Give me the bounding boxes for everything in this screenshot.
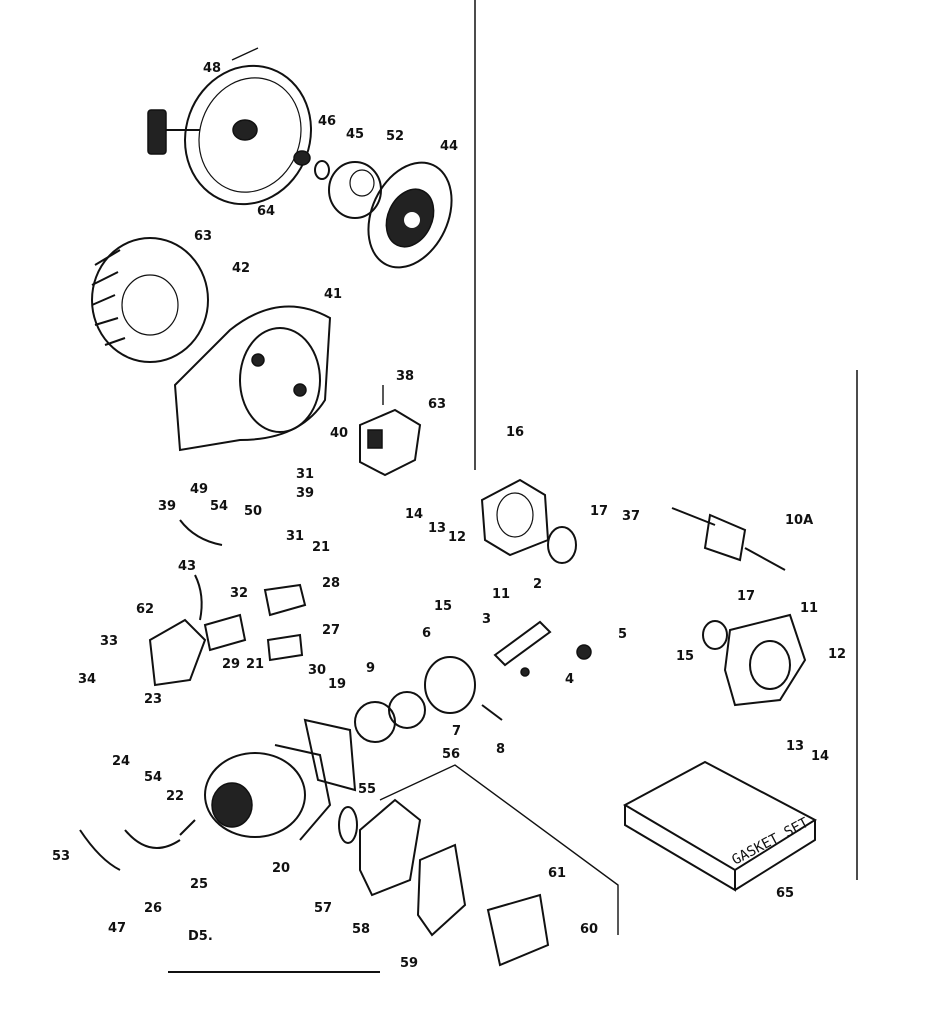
flywheel-fan <box>91 237 209 363</box>
callout-16: 16 <box>506 425 524 440</box>
callout-23: 23 <box>144 692 162 707</box>
callout-31: 31 <box>296 467 314 482</box>
connecting-rod <box>493 620 592 677</box>
callout-25: 25 <box>190 877 208 892</box>
piston-and-rings <box>354 656 503 743</box>
callout-40: 40 <box>330 426 348 441</box>
callout-56: 56 <box>442 747 460 762</box>
callout-52: 52 <box>386 129 404 144</box>
callout-29: 29 <box>222 657 240 672</box>
callout-7: 7 <box>452 724 461 739</box>
callout-54: 54 <box>144 770 162 785</box>
section-code: D5. <box>188 929 213 944</box>
callout-24: 24 <box>112 754 130 769</box>
callout-12: 12 <box>448 530 466 545</box>
callout-14: 14 <box>811 749 829 764</box>
callout-63: 63 <box>428 397 446 412</box>
callout-4: 4 <box>565 672 574 687</box>
carburetor-assembly <box>359 385 422 477</box>
callout-20: 20 <box>272 861 290 876</box>
callout-61: 61 <box>548 866 566 881</box>
callout-38: 38 <box>396 369 414 384</box>
callout-41: 41 <box>324 287 342 302</box>
callout-13: 13 <box>786 739 804 754</box>
callout-59: 59 <box>400 956 418 971</box>
callout-47: 47 <box>108 921 126 936</box>
callout-43: 43 <box>178 559 196 574</box>
cylinder <box>204 718 357 841</box>
callout-48: 48 <box>203 61 221 76</box>
callout-27: 27 <box>322 623 340 638</box>
callout-2: 2 <box>533 577 542 592</box>
callout-34: 34 <box>78 672 96 687</box>
callout-3: 3 <box>482 612 491 627</box>
callout-6: 6 <box>422 626 431 641</box>
callout-50: 50 <box>244 504 262 519</box>
callout-57: 57 <box>314 901 332 916</box>
callout-33: 33 <box>100 634 118 649</box>
muffler-parts <box>338 798 550 967</box>
callout-21: 21 <box>246 657 264 672</box>
callout-54: 54 <box>210 499 228 514</box>
callout-44: 44 <box>440 139 458 154</box>
gasket-set-label: GASKET SET <box>729 815 811 869</box>
callout-60: 60 <box>580 922 598 937</box>
callout-17: 17 <box>590 504 608 519</box>
starter-pulley-parts <box>293 150 453 269</box>
callout-28: 28 <box>322 576 340 591</box>
callout-11: 11 <box>800 601 818 616</box>
callout-39: 39 <box>296 486 314 501</box>
callout-58: 58 <box>352 922 370 937</box>
callout-22: 22 <box>166 789 184 804</box>
callout-62: 62 <box>136 602 154 617</box>
callout-5: 5 <box>618 627 627 642</box>
callout-39: 39 <box>158 499 176 514</box>
callout-53: 53 <box>52 849 70 864</box>
callout-31: 31 <box>286 529 304 544</box>
blower-housing <box>173 305 332 452</box>
callout-13: 13 <box>428 521 446 536</box>
crankcase-half-right <box>702 613 807 707</box>
fuel-line <box>79 819 196 871</box>
callout-15: 15 <box>434 599 452 614</box>
callout-30: 30 <box>308 663 326 678</box>
callout-46: 46 <box>318 114 336 129</box>
callout-45: 45 <box>346 127 364 142</box>
callout-12: 12 <box>828 647 846 662</box>
callout-55: 55 <box>358 782 376 797</box>
gasket-set-box: GASKET SET <box>622 760 818 892</box>
starter-housing <box>147 47 312 206</box>
crankshaft <box>671 507 786 571</box>
callout-14: 14 <box>405 507 423 522</box>
callout-65: 65 <box>776 886 794 901</box>
callout-63: 63 <box>194 229 212 244</box>
callout-32: 32 <box>230 586 248 601</box>
callout-11: 11 <box>492 587 510 602</box>
callout-8: 8 <box>496 742 505 757</box>
callout-64: 64 <box>257 204 275 219</box>
callout-49: 49 <box>190 482 208 497</box>
callout-15: 15 <box>676 649 694 664</box>
intake-parts <box>148 519 307 687</box>
callout-19: 19 <box>328 677 346 692</box>
callout-10A: 10A <box>785 513 813 528</box>
callout-9: 9 <box>366 661 375 676</box>
bracket-56 <box>379 764 619 935</box>
crankcase-half-left <box>480 478 577 564</box>
callout-37: 37 <box>622 509 640 524</box>
callout-26: 26 <box>144 901 162 916</box>
callout-21: 21 <box>312 540 330 555</box>
callout-17: 17 <box>737 589 755 604</box>
callout-42: 42 <box>232 261 250 276</box>
